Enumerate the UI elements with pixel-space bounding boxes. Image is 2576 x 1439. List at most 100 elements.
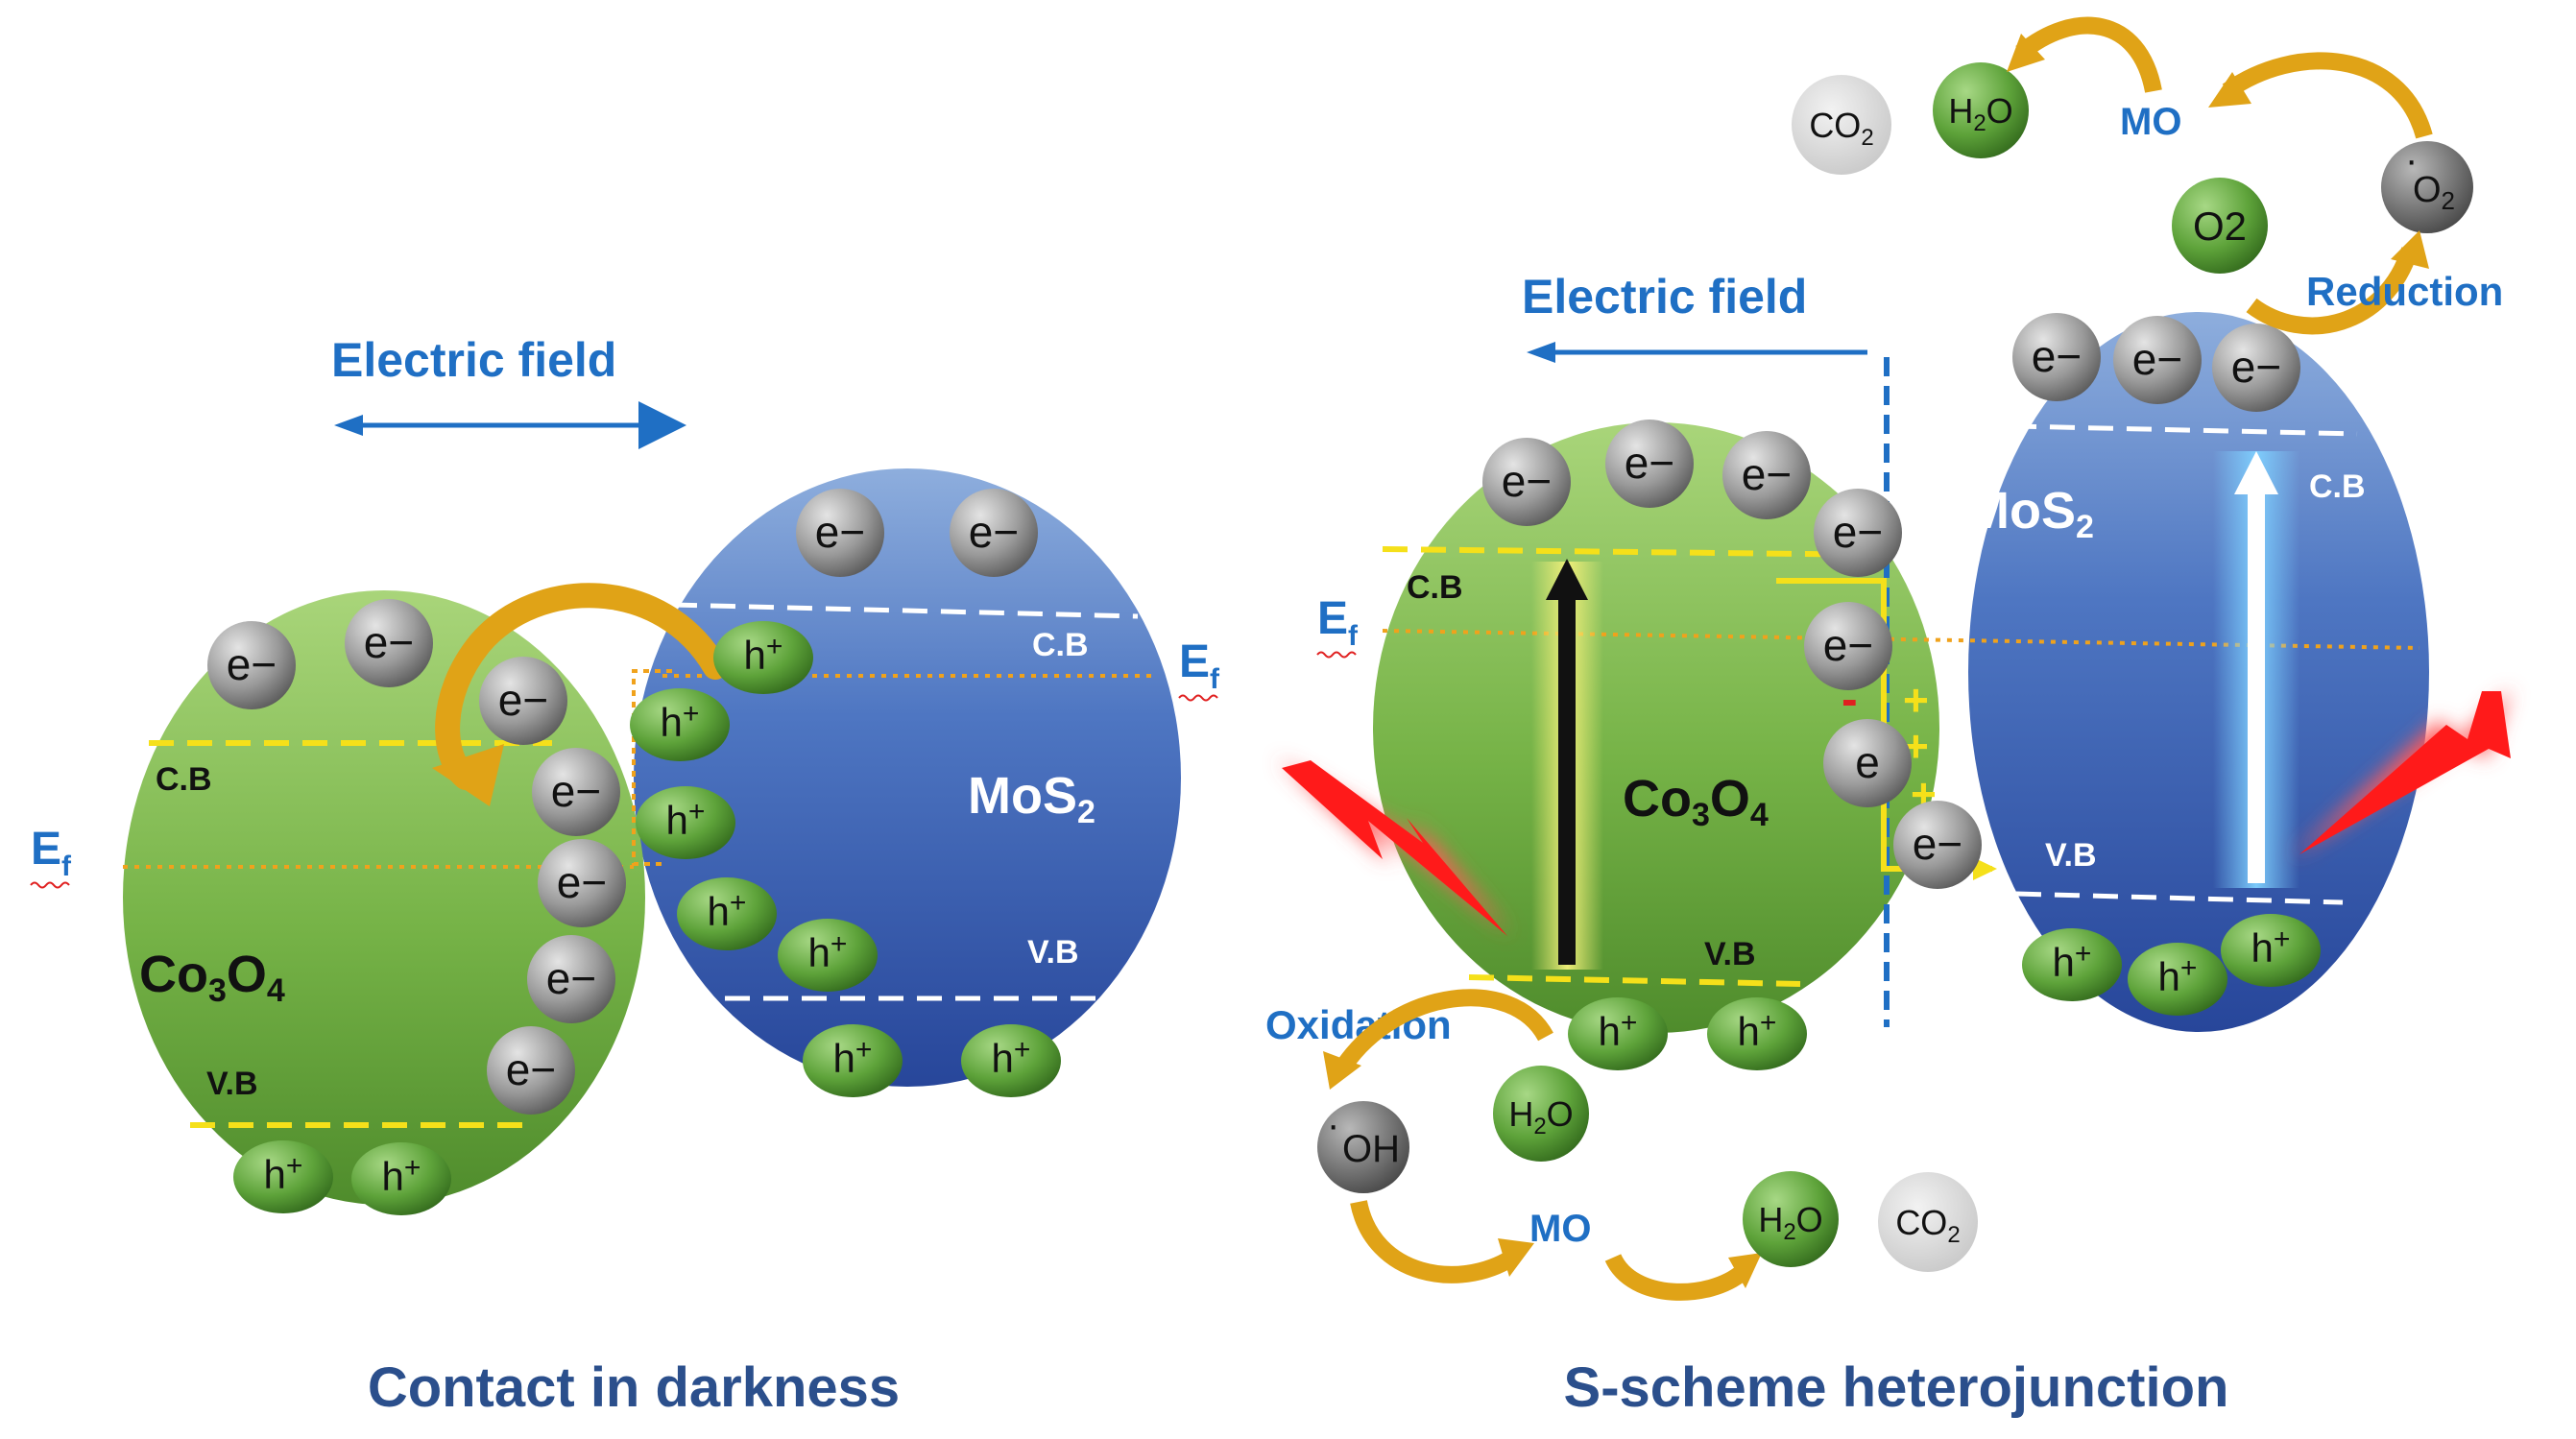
hole-label: h+ (1599, 1007, 1638, 1054)
left-electron: e− (796, 489, 884, 577)
hole-label: h+ (264, 1150, 303, 1197)
oh-to-mo-arrowhead (1498, 1238, 1534, 1277)
reduction-arrow (2246, 247, 2419, 335)
right-mos2-excitation-arrowhead (2234, 451, 2278, 494)
hole-label: h+ (833, 1034, 873, 1081)
right-left-lightning-icon (1282, 760, 1507, 936)
right-electron: e− (1893, 801, 1982, 889)
electron-label: e− (1913, 819, 1962, 869)
o2-radical-to-mo-arrow (2222, 52, 2433, 139)
right-charge-path-arrowhead (1973, 857, 1997, 880)
left-electron: e− (479, 657, 567, 745)
electron-label: e− (815, 507, 865, 557)
right-electron: e (1823, 719, 1912, 807)
co2-molecule: CO2 (1878, 1172, 1978, 1272)
left-hole: h+ (351, 1142, 451, 1215)
right-mos2-cb-label: C.B (2309, 468, 2366, 505)
mo-bottom-label: MO (1529, 1208, 1591, 1250)
hole-label: h+ (2053, 938, 2092, 985)
hole-label: h+ (2251, 923, 2291, 971)
electron-label: e− (1823, 620, 1873, 670)
electron-label: e− (506, 1044, 556, 1094)
left-electron: e− (207, 621, 296, 709)
right-electron: e− (1722, 431, 1811, 519)
right-co3o4-ef-squiggle (1316, 651, 1357, 659)
left-electron: e− (487, 1026, 575, 1115)
right-hole: h+ (2221, 914, 2321, 987)
right-electron: e− (1482, 438, 1571, 526)
electron-label: e− (1625, 438, 1674, 488)
right-hole: h+ (2128, 943, 2227, 1016)
oxidation-arrowhead (1323, 1051, 1361, 1090)
mo-top-label: MO (2120, 101, 2181, 143)
left-contact-bracket (632, 669, 672, 866)
electron-label: e− (1833, 507, 1883, 557)
electron-label: e− (551, 766, 601, 816)
electron-label: e− (364, 617, 414, 667)
right-right-lightning-icon (2299, 691, 2511, 854)
right-hole: h+ (1568, 997, 1668, 1070)
left-electron-transfer-arrow (435, 583, 728, 790)
right-electron: e− (1804, 602, 1892, 690)
radical-dot: · (1327, 1104, 1339, 1146)
left-electron: e− (532, 748, 620, 836)
right-hole: h+ (1707, 997, 1807, 1070)
left-electric-field-arrowhead (334, 415, 363, 436)
electron-label: e− (2231, 342, 2281, 392)
hole-label: h+ (666, 796, 706, 843)
right-mos2-label: MoS2 (1966, 482, 2094, 545)
left-electron: e− (538, 839, 626, 927)
right-co3o4-ef-label: Ef (1317, 593, 1359, 652)
electron-label: e− (969, 507, 1019, 557)
left-hole: h+ (630, 688, 730, 761)
right-co3o4-vb-line (1468, 974, 1801, 987)
left-electron: e− (345, 599, 433, 687)
left-hole: h+ (636, 786, 735, 859)
right-electron: e− (2212, 324, 2300, 412)
left-electric-field-label: Electric field (331, 333, 616, 387)
left-electron: e− (527, 935, 615, 1023)
electron-label: e− (546, 953, 596, 1003)
h2o-label: H2O (1508, 1094, 1573, 1139)
right-co3o4-label: Co3O4 (1623, 770, 1769, 833)
left-co3o4-cb-label: C.B (156, 761, 212, 798)
electron-label: e− (557, 857, 607, 907)
hole-label: h+ (2158, 952, 2198, 999)
electron-label: e− (498, 675, 548, 725)
oh-radical: OH· (1317, 1101, 1409, 1193)
left-caption: Contact in darkness (368, 1356, 900, 1419)
left-hole: h+ (713, 621, 813, 694)
left-co3o4-label: Co3O4 (139, 946, 285, 1009)
h2o-molecule: H2O (1493, 1066, 1589, 1162)
hole-label: h+ (661, 698, 700, 745)
radical-dot: · (2405, 139, 2418, 181)
right-electric-field-arrowhead (1527, 342, 1555, 363)
h2o-label: H2O (1948, 91, 2012, 136)
left-hole: h+ (233, 1140, 333, 1213)
left-mos2-ellipse (634, 468, 1181, 1087)
left-hole: h+ (803, 1024, 903, 1097)
oxidation-arrow (1336, 989, 1553, 1071)
left-mos2-ef-squiggle (1178, 694, 1218, 702)
left-co3o4-ef-squiggle (30, 881, 70, 889)
right-panel: Electric field C.B V.B C.B V.B (1265, 16, 2511, 1419)
electron-label: e− (2132, 334, 2182, 384)
oh-radical-label: OH (1342, 1128, 1400, 1170)
right-co3o4-excitation-arrowhead (1546, 559, 1588, 600)
right-mos2-vb-line (1977, 890, 2344, 905)
left-hole: h+ (961, 1024, 1061, 1097)
right-mos2-vb-label: V.B (2045, 837, 2097, 874)
right-co3o4-ellipse (1373, 422, 1939, 1033)
left-panel: Electric field C.B V.B C.B V.B Ef Ef Co3… (30, 333, 1220, 1419)
right-plus-charge: + (1903, 675, 1929, 725)
mo-to-h2o-arrowhead (2007, 34, 2045, 72)
right-electron: e− (1814, 489, 1902, 577)
hole-label: h+ (382, 1152, 421, 1199)
left-mos2-vb-label: V.B (1027, 934, 1079, 971)
electron-label: e− (1502, 456, 1552, 506)
right-electric-field-label: Electric field (1522, 270, 1807, 324)
right-caption: S-scheme heterojunction (1564, 1356, 2229, 1419)
right-electron: e− (1605, 420, 1694, 508)
co2-label: CO2 (1809, 106, 1873, 151)
